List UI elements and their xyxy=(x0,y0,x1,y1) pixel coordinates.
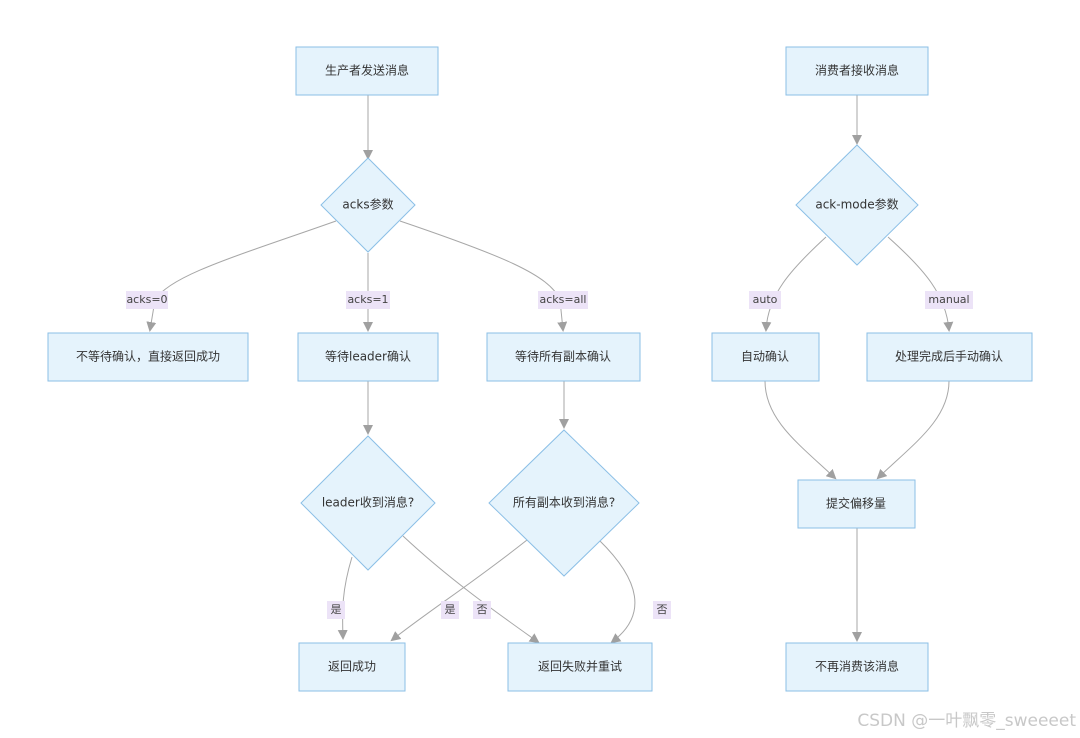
edge-label-auto-text: auto xyxy=(753,293,778,306)
node-no-reconsume-text: 不再消费该消息 xyxy=(815,659,899,674)
edge-label-acks1-text: acks=1 xyxy=(347,293,388,306)
node-producer-send: 生产者发送消息 xyxy=(295,46,439,96)
edge-label-acks0: acks=0 xyxy=(126,291,168,309)
edge-label-leader-yes: 是 xyxy=(327,601,345,619)
edge-manual-to-commit xyxy=(876,380,950,480)
edge-label-acksall: acks=all xyxy=(538,291,588,309)
edge-label-all-no-text: 否 xyxy=(657,603,668,616)
edge-allq-yes xyxy=(390,539,528,642)
node-acks-param-text: acks参数 xyxy=(342,197,393,212)
node-wait-all-text: 等待所有副本确认 xyxy=(515,350,611,364)
node-all-received-text: 所有副本收到消息? xyxy=(513,495,615,510)
edge-leaderq-yes xyxy=(337,556,353,640)
edge-auto-to-commit xyxy=(764,380,837,480)
node-wait-leader: 等待leader确认 xyxy=(297,332,439,382)
node-auto-ack: 自动确认 xyxy=(711,332,820,382)
node-wait-leader-text: 等待leader确认 xyxy=(325,350,411,364)
node-wait-all: 等待所有副本确认 xyxy=(486,332,641,382)
edge-ackmode-to-manual xyxy=(887,236,954,332)
edge-allq-no xyxy=(598,539,636,644)
edge-leaderq-no xyxy=(402,535,540,644)
edge-acks-to-waitall xyxy=(399,220,568,332)
node-auto-ack-text: 自动确认 xyxy=(741,350,789,364)
edge-label-acksall-text: acks=all xyxy=(540,293,587,306)
node-all-received: 所有副本收到消息? xyxy=(488,429,640,577)
node-return-fail-retry-text: 返回失败并重试 xyxy=(538,659,622,674)
node-consumer-receive: 消费者接收消息 xyxy=(785,46,929,96)
node-consumer-receive-text: 消费者接收消息 xyxy=(815,63,899,78)
edge-label-leader-no: 否 xyxy=(473,601,491,619)
edge-ackmode-to-auto xyxy=(761,236,827,332)
node-acks-param: acks参数 xyxy=(320,157,416,253)
node-no-reconsume: 不再消费该消息 xyxy=(785,642,929,692)
node-return-success-text: 返回成功 xyxy=(328,660,376,674)
node-ack-mode-param: ack-mode参数 xyxy=(795,144,919,266)
node-return-fail-retry: 返回失败并重试 xyxy=(507,642,653,692)
watermark: CSDN @一叶飘零_sweeeet xyxy=(857,711,1076,731)
edge-label-acks0-text: acks=0 xyxy=(126,293,167,306)
node-ack-mode-param-text: ack-mode参数 xyxy=(815,197,898,212)
node-commit-offset-text: 提交偏移量 xyxy=(826,496,886,511)
edge-label-manual-text: manual xyxy=(928,293,969,306)
node-leader-received-text: leader收到消息? xyxy=(322,495,414,510)
node-producer-send-text: 生产者发送消息 xyxy=(325,63,409,78)
edge-label-all-no: 否 xyxy=(653,601,671,619)
node-manual-ack: 处理完成后手动确认 xyxy=(866,332,1033,382)
edge-label-acks1: acks=1 xyxy=(346,291,390,309)
edge-label-manual: manual xyxy=(925,291,973,309)
node-return-success: 返回成功 xyxy=(298,642,406,692)
node-leader-received: leader收到消息? xyxy=(300,435,436,571)
edge-label-all-yes-text: 是 xyxy=(445,603,456,616)
edge-label-leader-no-text: 否 xyxy=(477,603,488,616)
node-no-wait-text: 不等待确认，直接返回成功 xyxy=(76,349,220,364)
edge-label-all-yes: 是 xyxy=(441,601,459,619)
edge-label-leader-yes-text: 是 xyxy=(331,603,342,616)
edge-label-auto: auto xyxy=(749,291,781,309)
edge-acks-to-nowait xyxy=(146,220,337,332)
node-no-wait: 不等待确认，直接返回成功 xyxy=(47,332,249,382)
node-manual-ack-text: 处理完成后手动确认 xyxy=(895,349,1003,364)
edges-consumer xyxy=(761,95,954,642)
node-commit-offset: 提交偏移量 xyxy=(797,479,916,529)
